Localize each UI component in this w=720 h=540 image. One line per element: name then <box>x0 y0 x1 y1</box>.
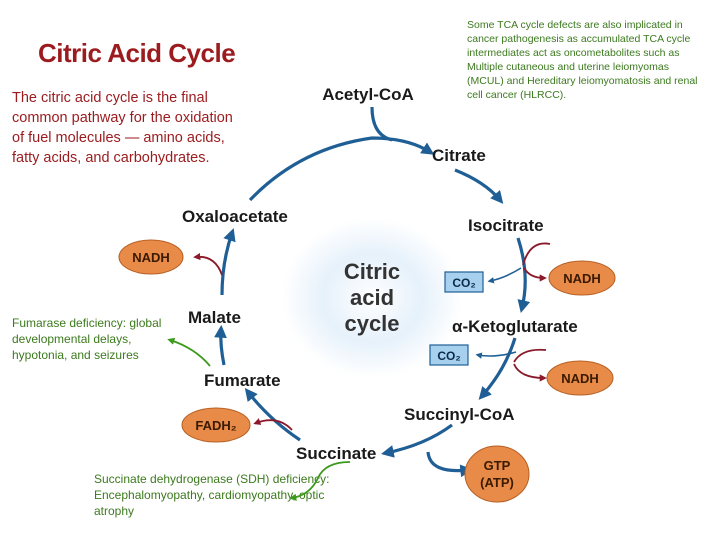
arrow-co2-1 <box>487 267 522 284</box>
sdh-deficiency-note: Succinate dehydrogenase (SDH) deficiency… <box>94 472 330 518</box>
co2-1-text: CO₂ <box>452 276 475 290</box>
arrow-nadh-right-1 <box>522 242 551 266</box>
label-acetyl-coa: Acetyl-CoA <box>322 85 414 104</box>
center-glow <box>282 218 462 378</box>
label-malate: Malate <box>188 308 241 327</box>
label-alpha-ketoglutarate: α-Ketoglutarate <box>452 317 578 336</box>
arrow-succinate-to-fumarate <box>244 387 301 442</box>
oncometabolite-note: Some TCA cycle defects are also implicat… <box>467 19 698 101</box>
arrow-nadh-right-2 <box>513 348 547 363</box>
center-label-line-1: Citric <box>344 259 400 284</box>
nadh-right-2-badge: NADH <box>546 360 614 396</box>
arrow-nadh-left <box>193 252 223 276</box>
arrow-fumarase-note <box>167 337 211 367</box>
arrow-oxaloacetate-to-citrate <box>248 136 435 202</box>
label-succinate: Succinate <box>296 444 376 463</box>
arrow-acetylcoa-input <box>370 106 393 142</box>
arrow-isocitrate-to-akg <box>516 237 531 313</box>
fadh2-badge: FADH₂ <box>181 407 251 443</box>
arrow-nadh-right-1b <box>523 267 547 282</box>
label-oxaloacetate: Oxaloacetate <box>182 207 288 226</box>
arrow-succinylcoa-to-gtp <box>426 451 474 478</box>
arrow-fadh2 <box>253 418 293 431</box>
co2-box-1: CO₂ <box>444 271 484 293</box>
co2-box-2: CO₂ <box>429 344 469 366</box>
arrow-sdh-note <box>289 461 351 501</box>
arrow-malate-to-oxaloacetate <box>220 228 236 296</box>
gtp-text: GTP <box>484 458 511 473</box>
arrow-akg-to-succinylcoa <box>478 337 517 400</box>
atp-text: (ATP) <box>480 475 514 490</box>
arrow-nadh-right-2b <box>513 363 547 382</box>
gtp-atp-badge: GTP (ATP) <box>464 445 530 503</box>
label-citrate: Citrate <box>432 146 486 165</box>
label-isocitrate: Isocitrate <box>468 216 544 235</box>
arrow-fumarate-to-malate <box>214 324 227 366</box>
nadh-right-1-text: NADH <box>563 271 601 286</box>
nadh-left-badge: NADH <box>118 239 184 275</box>
page-title: Citric Acid Cycle <box>38 38 236 68</box>
nadh-right-2-text: NADH <box>561 371 599 386</box>
co2-2-text: CO₂ <box>437 349 460 363</box>
intro-text: The citric acid cycle is the final commo… <box>12 90 233 166</box>
center-label-line-2: acid <box>350 285 394 310</box>
arrow-co2-2 <box>475 351 517 359</box>
label-succinyl-coa: Succinyl-CoA <box>404 405 515 424</box>
label-fumarate: Fumarate <box>204 371 281 390</box>
nadh-left-text: NADH <box>132 250 170 265</box>
fumarase-deficiency-note: Fumarase deficiency: global developmenta… <box>12 316 162 362</box>
fadh2-text: FADH₂ <box>195 418 236 433</box>
nadh-right-1-badge: NADH <box>548 260 616 296</box>
arrow-succinylcoa-to-succinate <box>380 423 453 458</box>
arrow-citrate-to-isocitrate <box>454 168 504 204</box>
center-label-line-3: cycle <box>344 311 399 336</box>
